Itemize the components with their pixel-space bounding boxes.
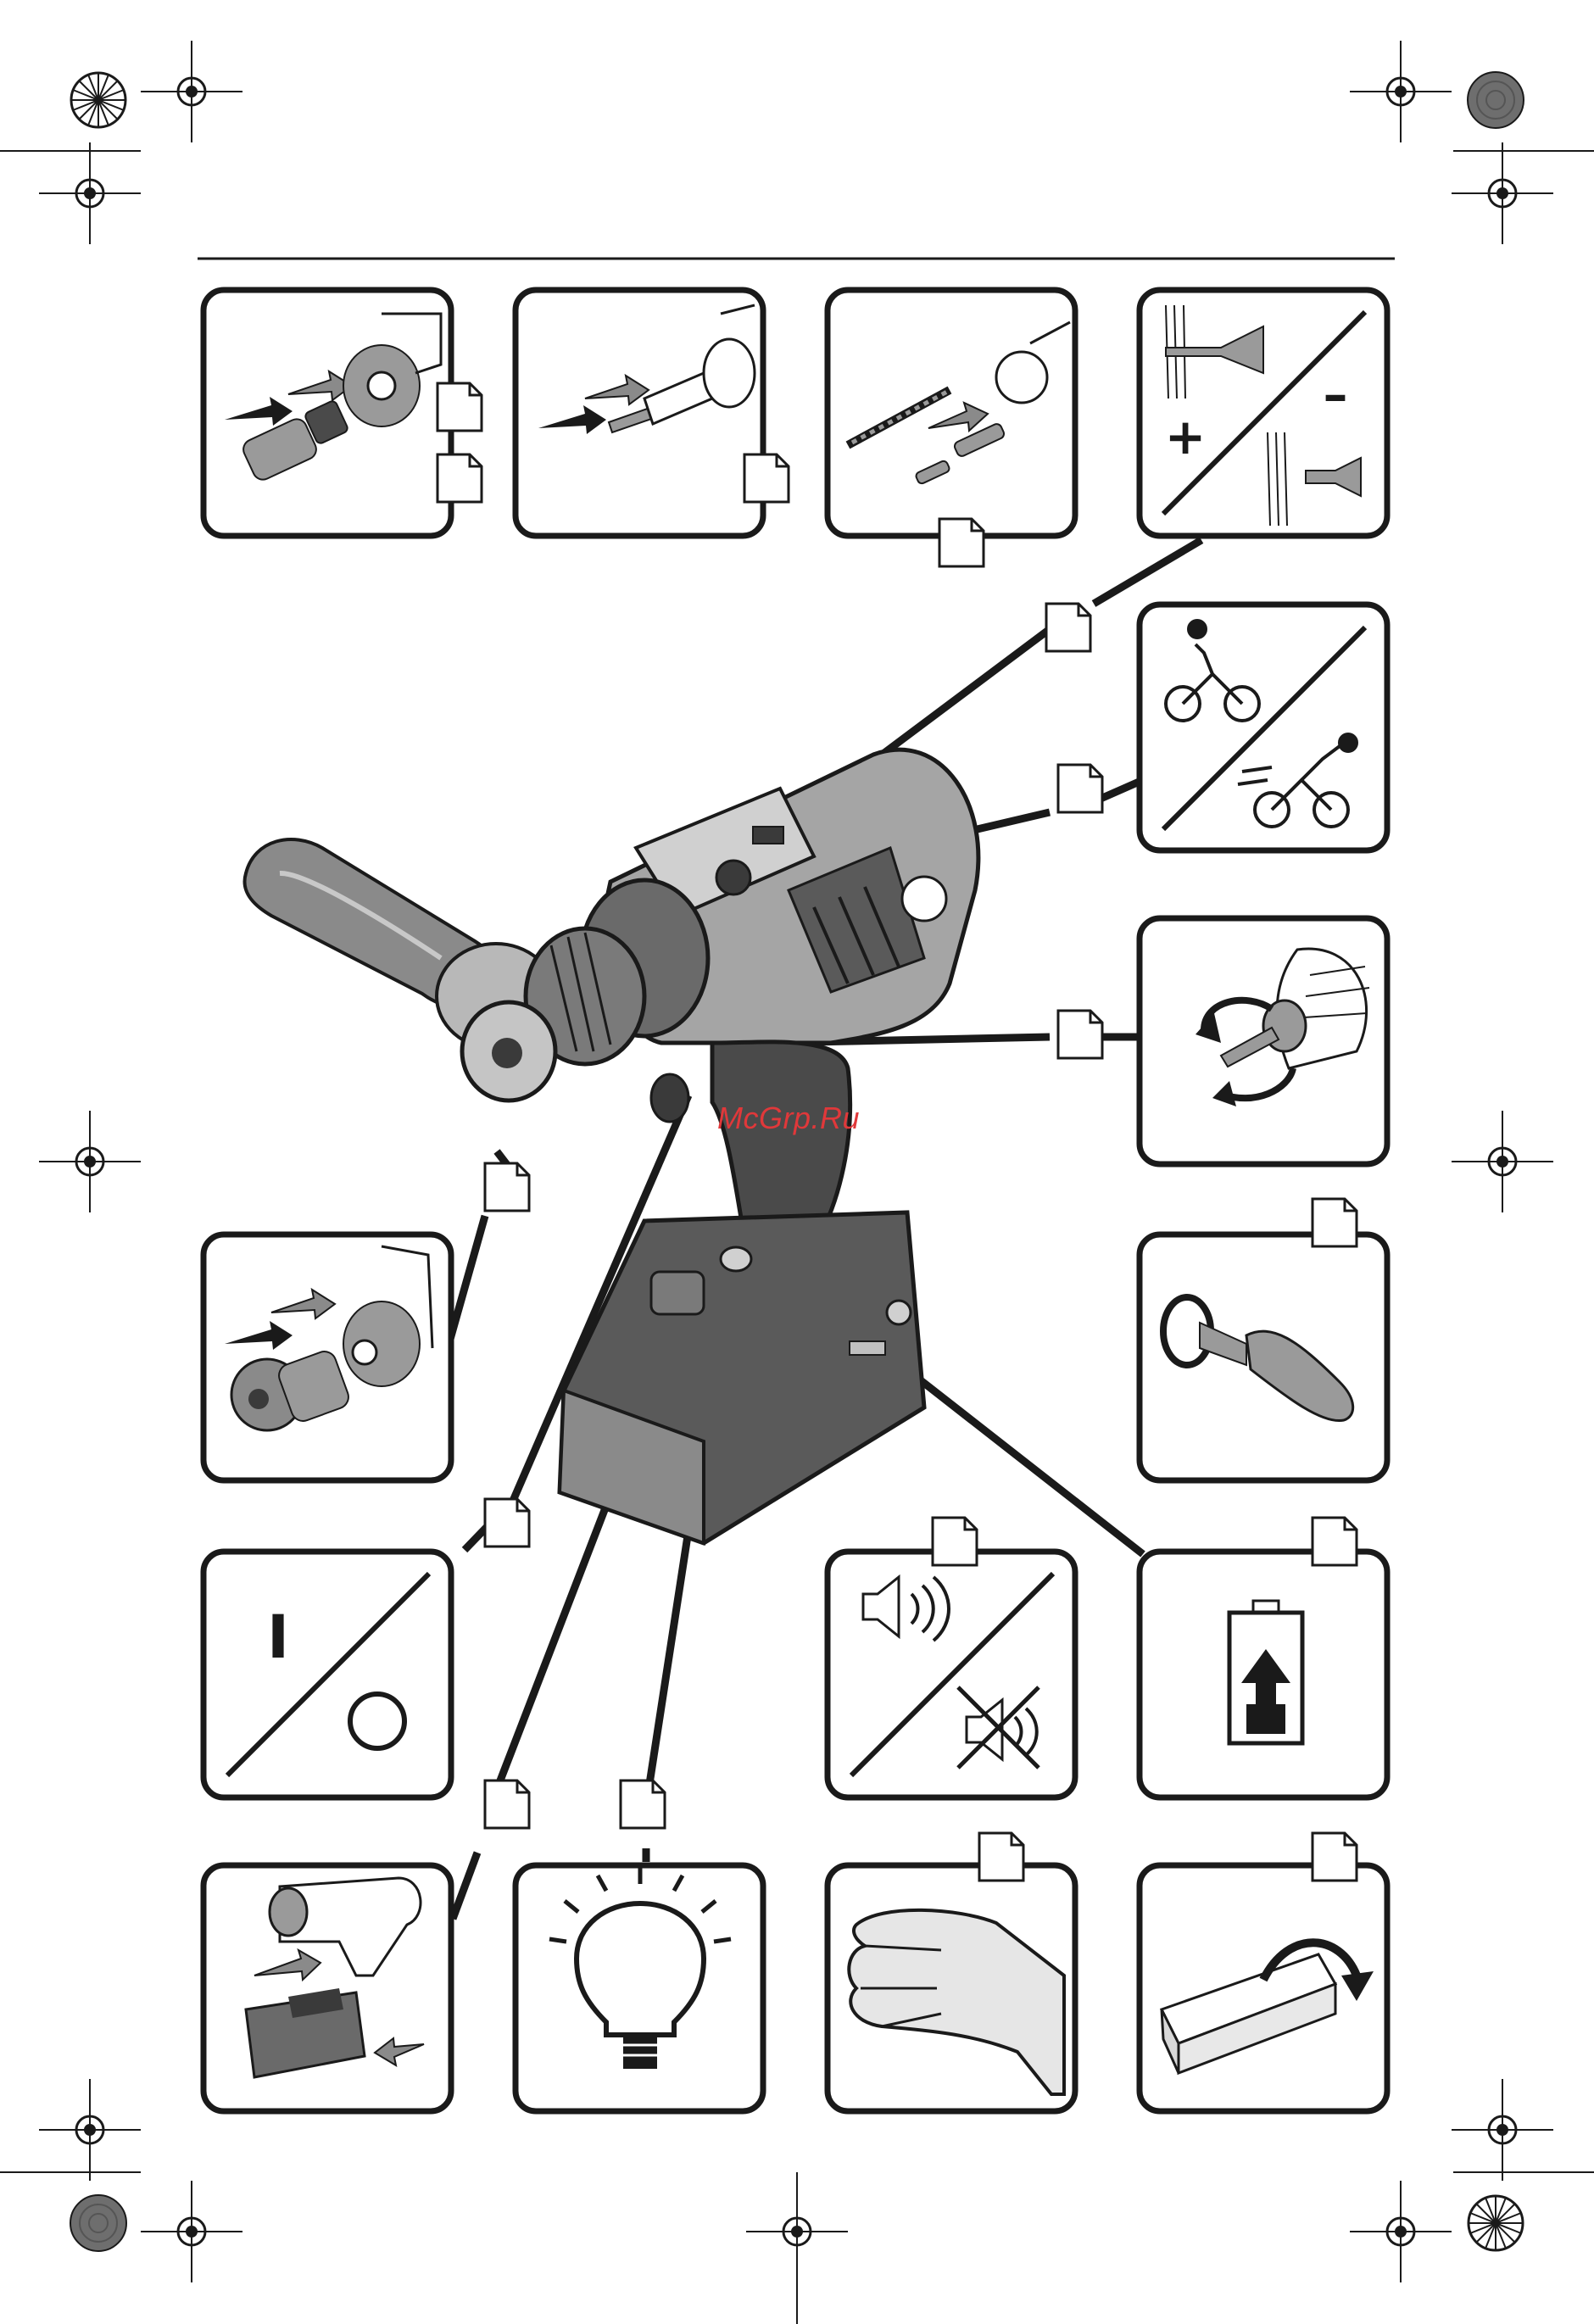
doc-ref-icon	[744, 454, 789, 502]
doc-ref-icon	[939, 519, 984, 566]
registration-mark-icon	[1452, 2079, 1553, 2181]
plus-icon: +	[1165, 408, 1207, 465]
doc-ref-icon	[485, 1499, 529, 1547]
minus-icon: –	[1324, 365, 1348, 423]
brand-logo	[902, 877, 946, 921]
panel-packaging	[1140, 1833, 1387, 2111]
panel-auxiliary-handle	[1140, 1199, 1387, 1480]
registration-mark-icon	[39, 1111, 141, 1212]
panel-gear-selector	[1140, 605, 1387, 850]
doc-ref-icon	[438, 383, 482, 431]
doc-ref-icon	[485, 1163, 529, 1211]
watermark-text: McGrp.Ru	[717, 1101, 860, 1136]
doc-ref-icon	[1313, 1518, 1357, 1565]
panel-chuck-change	[203, 1234, 451, 1480]
doc-ref-icon	[485, 1781, 529, 1828]
svg-text:+: +	[1165, 408, 1207, 465]
panel-direction-switch: + –	[1140, 290, 1387, 536]
charge-indicator	[850, 1341, 885, 1355]
panel-hand-grip	[828, 1833, 1075, 2111]
on-symbol: I	[267, 1602, 289, 1672]
color-target-icon	[70, 2195, 126, 2251]
registration-mark-icon	[141, 2181, 242, 2282]
doc-ref-icon	[933, 1518, 977, 1565]
battery-charge-icon	[1229, 1601, 1302, 1743]
trigger-switch	[651, 1074, 688, 1122]
panel-work-light	[516, 1865, 763, 2111]
doc-ref-icon	[1313, 1833, 1357, 1881]
doc-ref-icon	[979, 1833, 1023, 1881]
panel-bit-insert	[516, 290, 789, 536]
doc-ref-icon	[621, 1781, 665, 1828]
color-target-icon	[1468, 72, 1524, 128]
doc-ref-icon	[1058, 1011, 1102, 1058]
panel-tool-holder-change	[203, 290, 482, 536]
doc-ref-icon	[1313, 1199, 1357, 1246]
registration-mark-icon	[1452, 1111, 1553, 1212]
registration-mark-icon	[39, 2079, 141, 2181]
battery-release-button	[651, 1272, 704, 1314]
color-target-icon	[71, 73, 125, 127]
svg-text:–: –	[1324, 365, 1348, 423]
panel-sound-on-off	[828, 1518, 1075, 1797]
panel-battery-insert	[203, 1865, 451, 2111]
panel-on-off-switch: I	[203, 1552, 451, 1797]
doc-ref-icon	[1058, 765, 1102, 812]
registration-mark-icon	[1452, 142, 1553, 244]
doc-ref-icon	[438, 454, 482, 502]
panel-screwdriving-torque	[1140, 918, 1387, 1164]
registration-mark-icon	[1350, 2181, 1452, 2282]
doc-ref-icon	[1046, 604, 1090, 651]
panel-drill-bit-insert	[828, 290, 1075, 566]
work-light-lens	[721, 1247, 751, 1271]
registration-mark-icon	[141, 41, 242, 142]
panel-battery-charge	[1140, 1518, 1387, 1797]
registration-mark-icon	[1350, 41, 1452, 142]
color-target-icon	[1469, 2196, 1523, 2250]
gear-selector-knob	[716, 861, 750, 894]
registration-mark-icon	[39, 142, 141, 244]
